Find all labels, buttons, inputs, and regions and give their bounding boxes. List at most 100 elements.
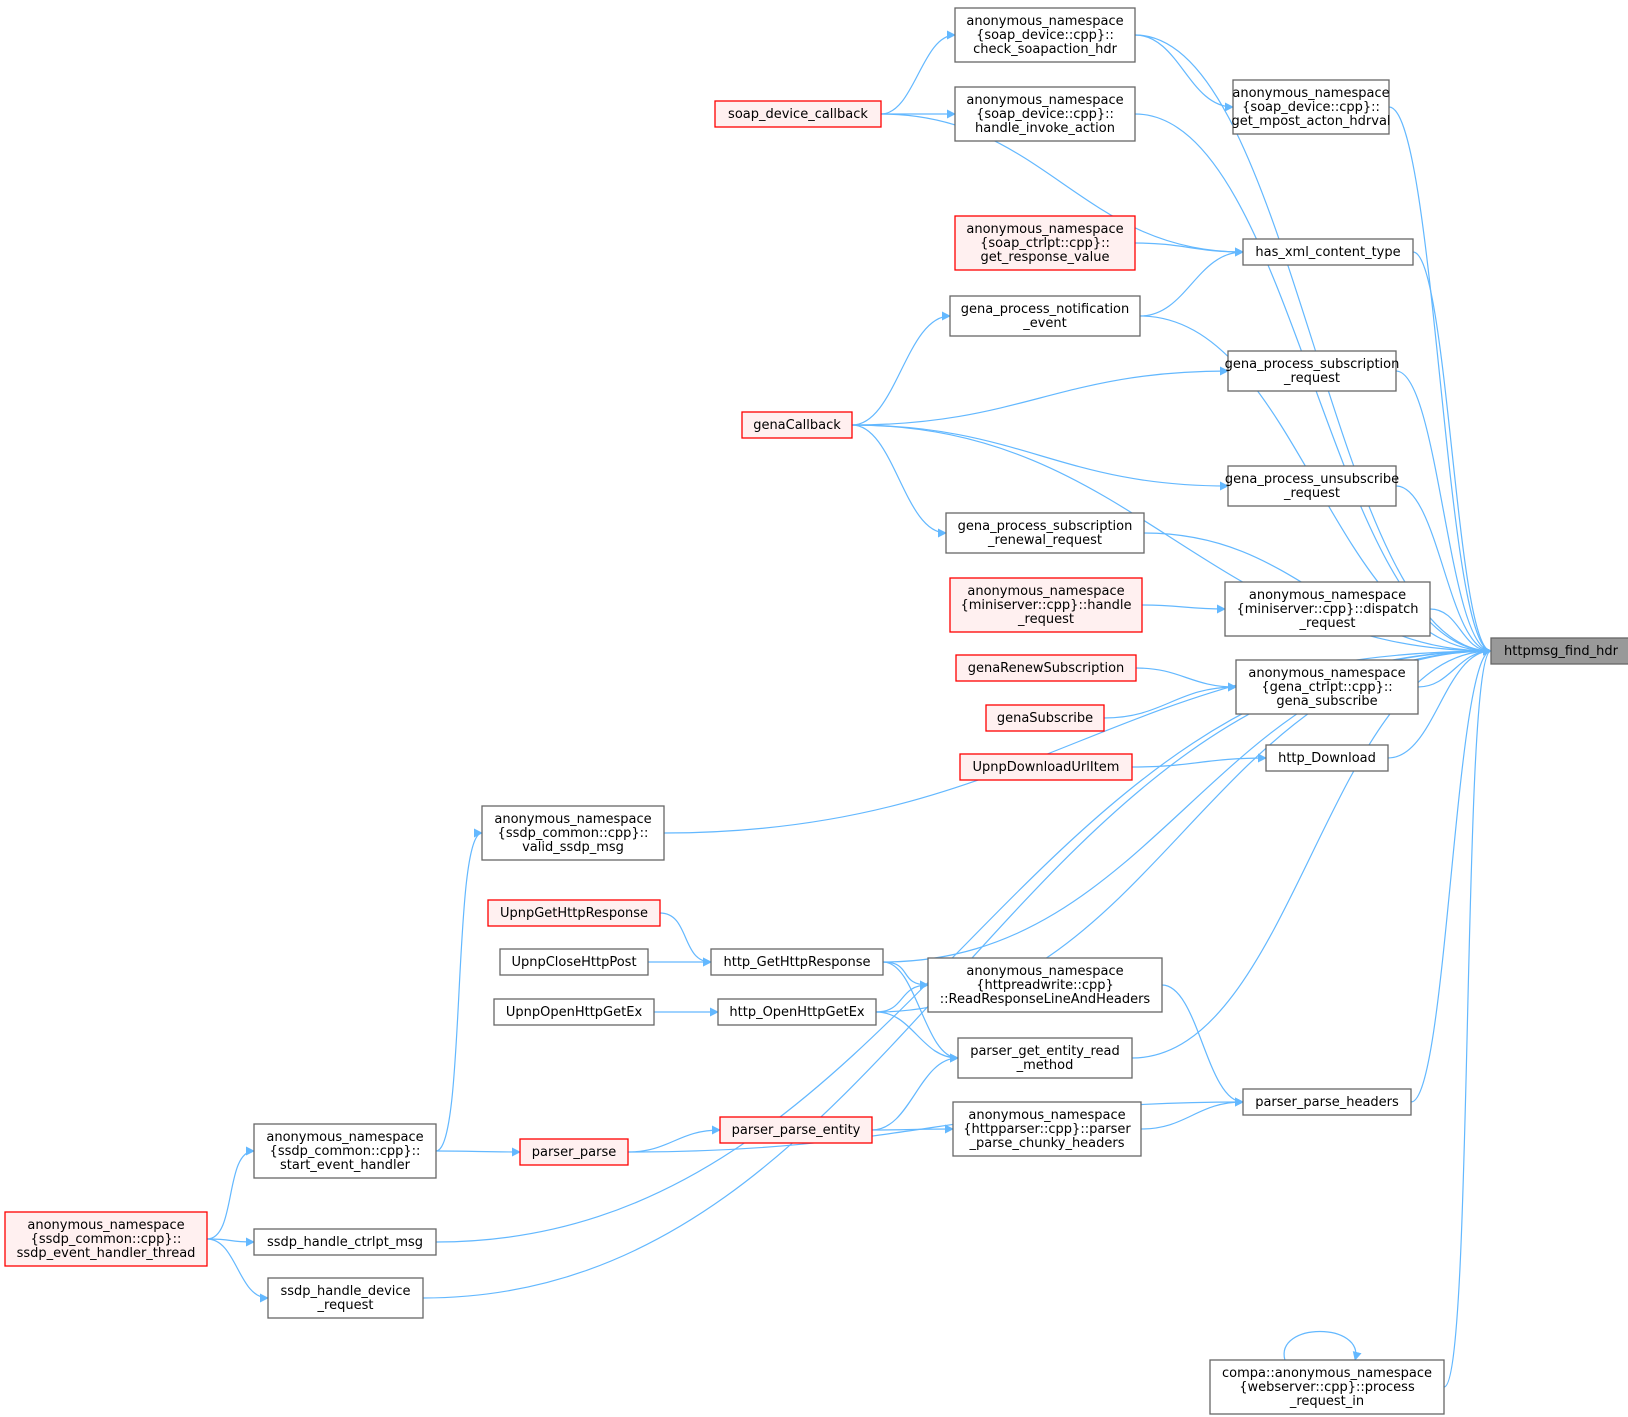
node-box bbox=[1209, 1359, 1445, 1415]
edge-mini_dispatch-to-target bbox=[1429, 608, 1492, 656]
node-upnp-dl[interactable]: UpnpDownloadUrlItem bbox=[959, 753, 1133, 781]
node-box bbox=[267, 1277, 424, 1319]
node-parser-headers[interactable]: parser_parse_headers bbox=[1242, 1088, 1412, 1116]
node-gena-renew-sub[interactable]: genaRenewSubscription bbox=[955, 654, 1137, 682]
node-box bbox=[985, 704, 1105, 732]
node-label-line: {ssdp_common::cpp}:: bbox=[31, 1232, 182, 1247]
node-label-line: anonymous_namespace bbox=[1249, 588, 1406, 603]
edge-has_xml-to-target bbox=[1412, 251, 1492, 656]
node-label-line: valid_ssdp_msg bbox=[522, 840, 624, 855]
node-mini-handle[interactable]: anonymous_namespace{miniserver::cpp}::ha… bbox=[949, 577, 1143, 633]
node-ssdp-thread[interactable]: anonymous_namespace{ssdp_common::cpp}::s… bbox=[4, 1211, 208, 1267]
node-label-line: http_Download bbox=[1278, 751, 1376, 766]
node-check-soap[interactable]: anonymous_namespace{soap_device::cpp}::c… bbox=[954, 7, 1136, 63]
node-label-line: http_GetHttpResponse bbox=[723, 955, 870, 970]
node-label-line: _request bbox=[317, 1298, 374, 1313]
node-label-line: gena_process_notification bbox=[961, 302, 1130, 317]
node-label-line: ssdp_event_handler_thread bbox=[17, 1246, 196, 1261]
edge-ssdp_thread-to-start_event bbox=[206, 1146, 255, 1240]
edge-gena_sub_req-to-target bbox=[1395, 370, 1492, 656]
node-label-line: soap_device_callback bbox=[728, 107, 868, 122]
edge-gena_unsub-to-target bbox=[1395, 485, 1492, 656]
node-gena-sub-req[interactable]: gena_process_subscription_request bbox=[1225, 350, 1400, 392]
node-box bbox=[719, 1116, 873, 1144]
node-box bbox=[253, 1228, 437, 1256]
node-box bbox=[954, 7, 1136, 63]
node-gena-subscribe[interactable]: anonymous_namespace{gena_ctrlpt::cpp}::g… bbox=[1235, 659, 1419, 715]
node-label-line: gena_process_subscription bbox=[958, 519, 1133, 534]
edge-gena_cb-to-gena_renew_req bbox=[851, 424, 947, 538]
node-box bbox=[955, 654, 1137, 682]
node-upnp-open[interactable]: UpnpOpenHttpGetEx bbox=[493, 998, 655, 1026]
node-label-line: _request_in bbox=[1289, 1394, 1364, 1409]
node-http-open[interactable]: http_OpenHttpGetEx bbox=[717, 998, 877, 1026]
node-upnp-get-resp[interactable]: UpnpGetHttpResponse bbox=[487, 899, 661, 927]
node-handle-invoke[interactable]: anonymous_namespace{soap_device::cpp}::h… bbox=[954, 86, 1136, 142]
node-label-line: parser_parse bbox=[532, 1145, 617, 1160]
node-get-resp[interactable]: anonymous_namespace{soap_ctrlpt::cpp}::g… bbox=[954, 215, 1136, 271]
edge-ssdp_thread-to-ssdp_device bbox=[206, 1238, 269, 1303]
node-box bbox=[949, 577, 1143, 633]
node-label-line: {soap_device::cpp}:: bbox=[976, 107, 1114, 122]
node-ssdp-ctrlpt[interactable]: ssdp_handle_ctrlpt_msg bbox=[253, 1228, 437, 1256]
node-label-line: _method bbox=[1016, 1058, 1074, 1073]
node-label-line: has_xml_content_type bbox=[1255, 245, 1400, 260]
node-label-line: ssdp_handle_device bbox=[280, 1284, 410, 1299]
node-upnp-close[interactable]: UpnpCloseHttpPost bbox=[499, 948, 649, 976]
edge-parser_entity-to-parser_get_entity bbox=[871, 1053, 959, 1131]
node-box bbox=[493, 998, 655, 1026]
node-box bbox=[1490, 637, 1628, 665]
node-box bbox=[487, 899, 661, 927]
node-process-req[interactable]: compa::anonymous_namespace{webserver::cp… bbox=[1209, 1359, 1445, 1415]
node-box bbox=[4, 1211, 208, 1267]
node-label-line: genaRenewSubscription bbox=[968, 661, 1125, 676]
node-http-dl[interactable]: http_Download bbox=[1265, 744, 1389, 772]
edge-upnp_get_resp-to-http_get_resp bbox=[659, 912, 712, 967]
node-chunky[interactable]: anonymous_namespace{httpparser::cpp}::pa… bbox=[952, 1101, 1142, 1157]
node-label-line: genaSubscribe bbox=[997, 711, 1093, 726]
edge-soap_cb-to-has_xml bbox=[880, 113, 1244, 257]
node-start-event[interactable]: anonymous_namespace{ssdp_common::cpp}::s… bbox=[253, 1123, 437, 1179]
node-box bbox=[949, 295, 1141, 337]
edge-check_soap-to-get_mpost bbox=[1134, 34, 1234, 112]
node-genaSubscribe[interactable]: genaSubscribe bbox=[985, 704, 1105, 732]
node-label-line: {httpparser::cpp}::parser bbox=[963, 1122, 1131, 1137]
node-http-get-resp[interactable]: http_GetHttpResponse bbox=[710, 948, 884, 976]
node-valid-ssdp[interactable]: anonymous_namespace{ssdp_common::cpp}::v… bbox=[481, 805, 665, 861]
node-label-line: _request bbox=[1283, 371, 1340, 386]
node-label-line: parser_get_entity_read bbox=[970, 1044, 1120, 1059]
node-ssdp-device[interactable]: ssdp_handle_device_request bbox=[267, 1277, 424, 1319]
node-has-xml[interactable]: has_xml_content_type bbox=[1242, 238, 1414, 266]
node-gena-unsub[interactable]: gena_process_unsubscribe_request bbox=[1225, 465, 1399, 507]
node-box bbox=[253, 1123, 437, 1179]
node-box bbox=[717, 998, 877, 1026]
node-label-line: anonymous_namespace bbox=[966, 222, 1123, 237]
edge-read_resp-to-parser_headers bbox=[1161, 984, 1244, 1107]
node-box bbox=[741, 411, 853, 439]
node-parser-parse[interactable]: parser_parse bbox=[519, 1138, 629, 1166]
node-gena-notif[interactable]: gena_process_notification_event bbox=[949, 295, 1141, 337]
node-label-line: gena_process_unsubscribe bbox=[1225, 472, 1399, 487]
node-label-line: {httpreadwrite::cpp} bbox=[976, 978, 1114, 993]
node-label-line: gena_process_subscription bbox=[1225, 357, 1400, 372]
edge-mini_handle-to-mini_dispatch bbox=[1141, 604, 1226, 614]
edge-upnp_dl-to-http_dl bbox=[1131, 753, 1267, 768]
node-label-line: anonymous_namespace bbox=[968, 1108, 1125, 1123]
node-label-line: start_event_handler bbox=[280, 1158, 411, 1173]
node-label-line: {soap_device::cpp}:: bbox=[1242, 100, 1380, 115]
node-soap-cb[interactable]: soap_device_callback bbox=[714, 100, 882, 128]
node-label-line: {miniserver::cpp}::dispatch bbox=[1236, 602, 1418, 617]
node-label-line: anonymous_namespace bbox=[966, 964, 1123, 979]
node-label-line: {soap_ctrlpt::cpp}:: bbox=[980, 236, 1110, 251]
node-parser-entity[interactable]: parser_parse_entity bbox=[719, 1116, 873, 1144]
node-gena-renew-req[interactable]: gena_process_subscription_renewal_reques… bbox=[945, 512, 1145, 554]
node-gena-cb[interactable]: genaCallback bbox=[741, 411, 853, 439]
node-box bbox=[945, 512, 1145, 554]
node-get-mpost[interactable]: anonymous_namespace{soap_device::cpp}::g… bbox=[1231, 79, 1391, 135]
node-parser-get-entity[interactable]: parser_get_entity_read_method bbox=[957, 1037, 1133, 1079]
node-mini-dispatch[interactable]: anonymous_namespace{miniserver::cpp}::di… bbox=[1224, 581, 1431, 637]
node-box bbox=[1242, 238, 1414, 266]
node-read-resp[interactable]: anonymous_namespace{httpreadwrite::cpp}:… bbox=[927, 957, 1163, 1013]
node-target[interactable]: httpmsg_find_hdr bbox=[1490, 637, 1628, 665]
